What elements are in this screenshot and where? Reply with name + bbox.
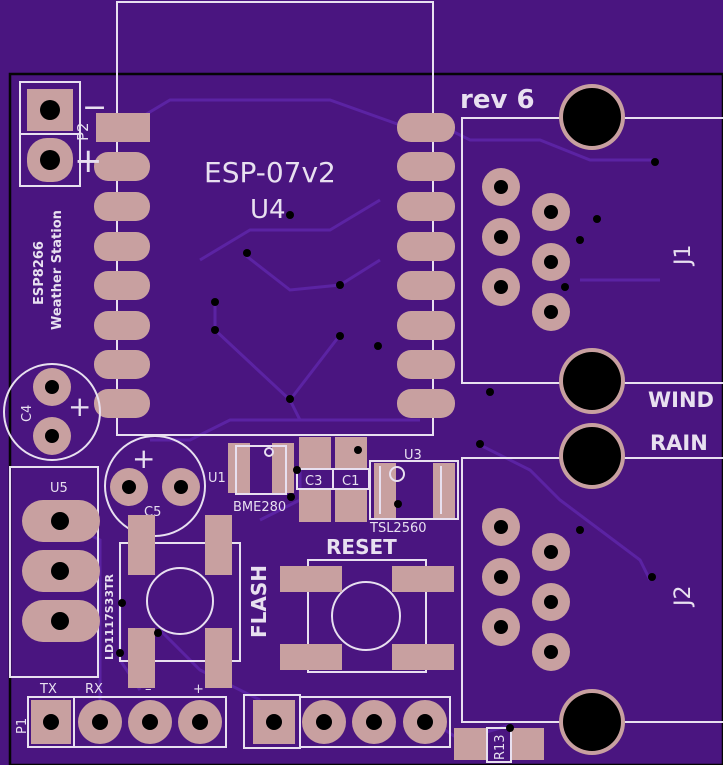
u5-designator: U5 xyxy=(50,481,68,496)
c3-pad-1 xyxy=(299,437,331,469)
vcc-mark: + xyxy=(193,682,204,697)
reset-switch-button xyxy=(331,581,401,651)
board-title-line1: ESP8266 xyxy=(32,241,47,305)
j2-pins xyxy=(482,508,570,671)
c4-polarity: + xyxy=(68,390,91,423)
esp-module-name: ESP-07v2 xyxy=(204,156,336,189)
vias xyxy=(116,158,659,732)
u1-outline xyxy=(235,445,287,495)
reset-switch-outline xyxy=(307,559,427,673)
u4-designator: U4 xyxy=(250,195,286,225)
u3-pad-2 xyxy=(433,463,455,518)
header2-round-pads xyxy=(302,700,447,744)
rev-label: rev 6 xyxy=(460,85,535,115)
p1-round-pads xyxy=(78,700,222,744)
esp-left-pads xyxy=(94,113,150,418)
reset-pad-3 xyxy=(280,644,342,670)
u1-pin1-mark xyxy=(264,447,274,457)
j2-mount-1-drill xyxy=(563,427,621,485)
u1-pad-1 xyxy=(228,443,250,493)
u3-pad-1 xyxy=(374,463,396,518)
p2-minus-mark: − xyxy=(82,90,107,125)
j1-mount-2-drill xyxy=(563,352,621,410)
u1-pad-2 xyxy=(272,443,294,493)
tx-label: TX xyxy=(39,682,57,697)
reset-pad-2 xyxy=(392,566,454,592)
board-outline xyxy=(8,72,723,765)
j1-designator: J1 xyxy=(671,245,696,268)
c4-outline xyxy=(3,363,101,461)
p1-designator: P1 xyxy=(15,718,30,734)
c1-pad-2 xyxy=(335,490,367,522)
bme280-label: BME280 xyxy=(233,500,286,515)
p1-outline-right xyxy=(73,696,227,748)
tsl2560-label: TSL2560 xyxy=(369,521,427,536)
u5-drill-3 xyxy=(51,612,69,630)
j1-pins xyxy=(482,168,570,331)
c3-designator: C3 xyxy=(305,474,322,489)
rx-label: RX xyxy=(85,682,103,697)
p2-drill-1 xyxy=(40,100,60,120)
c3-pad-2 xyxy=(299,490,331,522)
j2-designator: J2 xyxy=(671,586,696,609)
reset-pad-1 xyxy=(280,566,342,592)
header2-drill-1 xyxy=(266,714,282,730)
board-title-line2: Weather Station xyxy=(50,210,65,330)
wind-label: WIND xyxy=(648,388,714,412)
c1-pad-1 xyxy=(335,437,367,469)
c4-drill-2 xyxy=(45,429,59,443)
flash-pad-1 xyxy=(128,515,155,575)
c5-drill-1 xyxy=(122,480,136,494)
u3-outline xyxy=(369,460,459,520)
r13-outline xyxy=(486,727,512,763)
r13-designator: R13 xyxy=(493,734,508,760)
header2-outline-right xyxy=(299,696,451,748)
gnd-mark: – xyxy=(145,682,152,697)
flash-switch-button xyxy=(146,567,214,635)
j1-mount-1-drill xyxy=(563,88,621,146)
rain-label: RAIN xyxy=(650,431,708,455)
esp-right-pads xyxy=(397,113,455,418)
esp-antenna-outline xyxy=(116,1,434,110)
reset-label: RESET xyxy=(326,535,397,559)
u3-designator: U3 xyxy=(404,448,422,463)
c1-designator: C1 xyxy=(342,474,359,489)
j2-mount-2-drill xyxy=(563,693,621,751)
u3-pin1-mark xyxy=(389,466,405,482)
flash-pad-2 xyxy=(205,515,232,575)
c5-drill-2 xyxy=(174,480,188,494)
c4-drill-1 xyxy=(45,380,59,394)
flash-pad-3 xyxy=(128,628,155,688)
u1-designator: U1 xyxy=(208,471,226,486)
p1-drill-1 xyxy=(43,714,59,730)
ld-regulator-label: LD1117S33TR xyxy=(103,574,116,660)
flash-label: FLASH xyxy=(247,565,271,638)
reset-pad-4 xyxy=(392,644,454,670)
p2-plus-mark: + xyxy=(74,141,103,181)
flash-pad-4 xyxy=(205,628,232,688)
c5-polarity: + xyxy=(132,442,155,475)
u5-drill-1 xyxy=(51,512,69,530)
u5-drill-2 xyxy=(51,562,69,580)
header2-outline-left xyxy=(243,694,301,749)
c4-designator: C4 xyxy=(20,405,35,422)
p2-drill-2 xyxy=(40,150,60,170)
p2-designator: P2 xyxy=(74,122,92,141)
r13-pad-1 xyxy=(454,728,488,760)
r13-pad-2 xyxy=(510,728,544,760)
